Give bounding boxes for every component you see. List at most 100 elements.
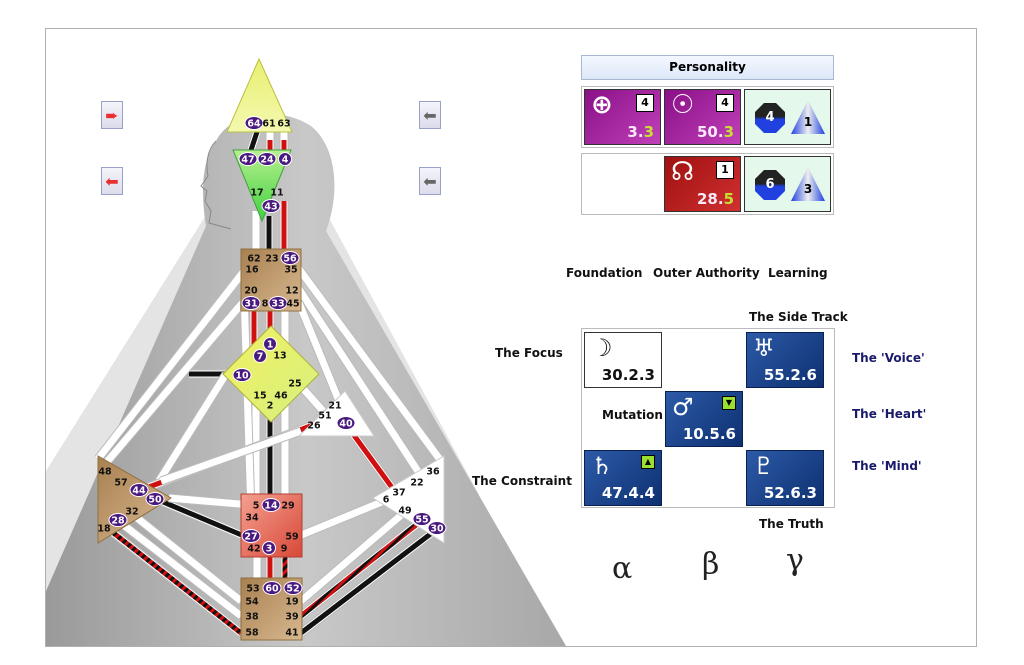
saturn-value: 47.4.4: [601, 484, 655, 502]
gate-13[interactable]: 13: [273, 351, 286, 362]
gate-activation-marker: [280, 251, 300, 265]
gate-55[interactable]: 55: [415, 515, 428, 526]
gate-activation-marker: [263, 337, 277, 351]
gate-51[interactable]: 51: [318, 411, 331, 422]
uranus-cell[interactable]: ♅ 55.2.6: [746, 332, 824, 388]
channel-line: [103, 298, 247, 466]
personality-back-button-2[interactable]: ⬅: [419, 167, 441, 195]
gate-activation-marker: [412, 512, 432, 526]
gate-6[interactable]: 6: [383, 495, 390, 506]
gate-31[interactable]: 31: [244, 299, 257, 310]
gate-64[interactable]: 64: [247, 119, 261, 130]
gate-activation-marker: [427, 521, 447, 535]
gate-32[interactable]: 32: [125, 507, 138, 518]
sun-cell[interactable]: ☉ 4 50.3: [664, 89, 741, 145]
face-profile: [200, 140, 232, 230]
gate-57[interactable]: 57: [114, 478, 127, 489]
gate-44[interactable]: 44: [132, 486, 146, 497]
gate-22[interactable]: 22: [410, 478, 423, 489]
channel-line: [240, 290, 255, 514]
gate-18[interactable]: 18: [97, 524, 111, 535]
gate-35[interactable]: 35: [284, 265, 297, 276]
uranus-icon: ♅: [753, 334, 775, 362]
mars-icon: ♂: [672, 393, 694, 421]
ajna-center[interactable]: [232, 149, 292, 223]
gate-26[interactable]: 26: [307, 421, 321, 432]
gray-arrow-left-icon: ⬅: [423, 171, 437, 191]
gate-29[interactable]: 29: [281, 501, 294, 512]
gate-38[interactable]: 38: [245, 612, 259, 623]
gate-56[interactable]: 56: [283, 254, 297, 265]
personality-header: Personality: [581, 55, 834, 80]
gate-10[interactable]: 10: [235, 371, 249, 382]
sun-icon: ☉: [671, 90, 695, 120]
gate-54[interactable]: 54: [245, 597, 259, 608]
gate-34[interactable]: 34: [245, 513, 259, 524]
outer-authority-label: Outer Authority: [653, 266, 760, 280]
gate-58[interactable]: 58: [245, 628, 259, 639]
gate-11[interactable]: 11: [270, 188, 283, 199]
channel-line: [299, 519, 423, 618]
moon-cell[interactable]: ☽ 30.2.3: [584, 332, 662, 388]
design-back-button[interactable]: ⬅: [101, 167, 123, 195]
gate-14[interactable]: 14: [264, 501, 278, 512]
saturn-cell[interactable]: ♄ ▲ 47.4.4: [584, 450, 662, 506]
gate-4[interactable]: 4: [282, 155, 289, 166]
gate-24[interactable]: 24: [260, 155, 274, 166]
gate-21[interactable]: 21: [328, 401, 341, 412]
gate-60[interactable]: 60: [265, 584, 279, 595]
gate-12[interactable]: 12: [285, 286, 298, 297]
gate-7[interactable]: 7: [257, 352, 264, 363]
gate-47[interactable]: 47: [241, 155, 254, 166]
gate-63[interactable]: 63: [277, 119, 290, 130]
gate-19[interactable]: 19: [285, 597, 298, 608]
gate-39[interactable]: 39: [285, 612, 298, 623]
gate-48[interactable]: 48: [98, 467, 112, 478]
gate-41[interactable]: 41: [285, 628, 298, 639]
gate-1[interactable]: 1: [267, 340, 274, 351]
gate-45[interactable]: 45: [286, 299, 299, 310]
gate-50[interactable]: 50: [148, 495, 162, 506]
gate-61[interactable]: 61: [262, 119, 275, 130]
gate-52[interactable]: 52: [286, 584, 299, 595]
gate-3[interactable]: 3: [266, 544, 273, 555]
design-forward-button[interactable]: ➨: [101, 101, 123, 129]
gate-53[interactable]: 53: [246, 584, 259, 595]
gate-40[interactable]: 40: [339, 419, 353, 430]
personality-back-button[interactable]: ⬅: [419, 101, 441, 129]
gate-25[interactable]: 25: [288, 379, 301, 390]
gate-30[interactable]: 30: [430, 524, 444, 535]
gate-62[interactable]: 62: [247, 254, 260, 265]
beta-label: β: [702, 547, 720, 582]
gate-33[interactable]: 33: [271, 299, 284, 310]
gate-37[interactable]: 37: [392, 488, 405, 499]
g-center[interactable]: [222, 325, 320, 423]
gate-59[interactable]: 59: [285, 532, 298, 543]
line-badge: 1: [716, 161, 734, 179]
gate-16[interactable]: 16: [245, 265, 259, 276]
gate-8[interactable]: 8: [262, 299, 269, 310]
gate-5[interactable]: 5: [253, 501, 260, 512]
gate-23[interactable]: 23: [265, 254, 278, 265]
north-node-cell[interactable]: ☊ 1 28.5: [664, 156, 741, 212]
gate-17[interactable]: 17: [250, 188, 263, 199]
gate-15[interactable]: 15: [253, 391, 266, 402]
gate-28[interactable]: 28: [111, 516, 125, 527]
gate-activation-marker: [268, 296, 288, 310]
gate-49[interactable]: 49: [398, 506, 411, 517]
head-center[interactable]: [226, 57, 293, 133]
mars-cell[interactable]: ♂ ▼ 10.5.6: [665, 391, 743, 447]
gate-46[interactable]: 46: [274, 391, 288, 402]
gate-2[interactable]: 2: [267, 401, 274, 412]
gate-36[interactable]: 36: [426, 467, 440, 478]
line-badge: 4: [636, 94, 654, 112]
gate-27[interactable]: 27: [244, 532, 257, 543]
ego-center[interactable]: [297, 390, 375, 437]
gate-42[interactable]: 42: [247, 544, 260, 555]
earth-cell[interactable]: ⊕ 4 3.3: [584, 89, 661, 145]
gate-20[interactable]: 20: [244, 286, 258, 297]
gate-43[interactable]: 43: [264, 202, 277, 213]
gate-9[interactable]: 9: [281, 544, 288, 555]
pluto-cell[interactable]: ♇ 52.6.3: [746, 450, 824, 506]
